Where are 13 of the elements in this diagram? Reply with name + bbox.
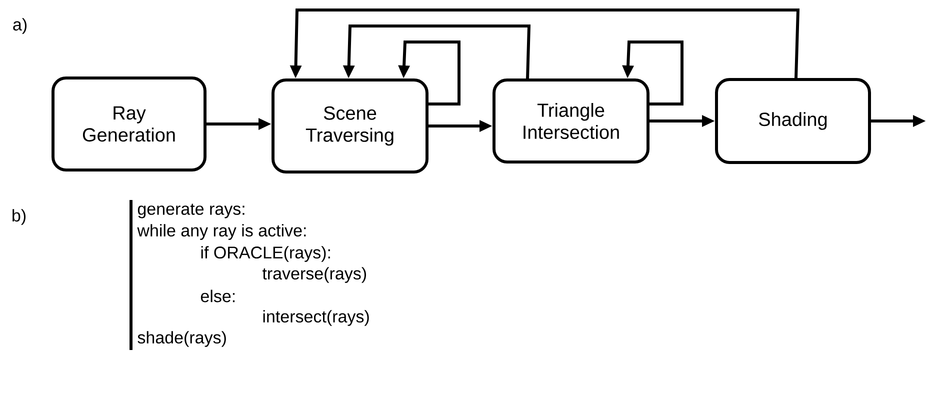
- code-line: intersect(rays): [263, 310, 369, 326]
- code-line: generate rays:: [138, 204, 244, 218]
- process-box: Shading: [715, 78, 871, 164]
- code-line: traverse(rays): [262, 267, 366, 283]
- code-line: if ORACLE(rays):: [201, 246, 330, 262]
- code-line: shade(rays): [138, 331, 226, 347]
- process-box: Triangle Intersection: [492, 78, 650, 164]
- panel-label: a): [13, 18, 27, 34]
- process-box: Ray Generation: [52, 76, 207, 172]
- code-line: else:: [200, 290, 235, 302]
- process-box: Scene Traversing: [272, 78, 428, 174]
- panel-label: b): [12, 209, 26, 225]
- code-line: while any ray is active:: [137, 224, 306, 240]
